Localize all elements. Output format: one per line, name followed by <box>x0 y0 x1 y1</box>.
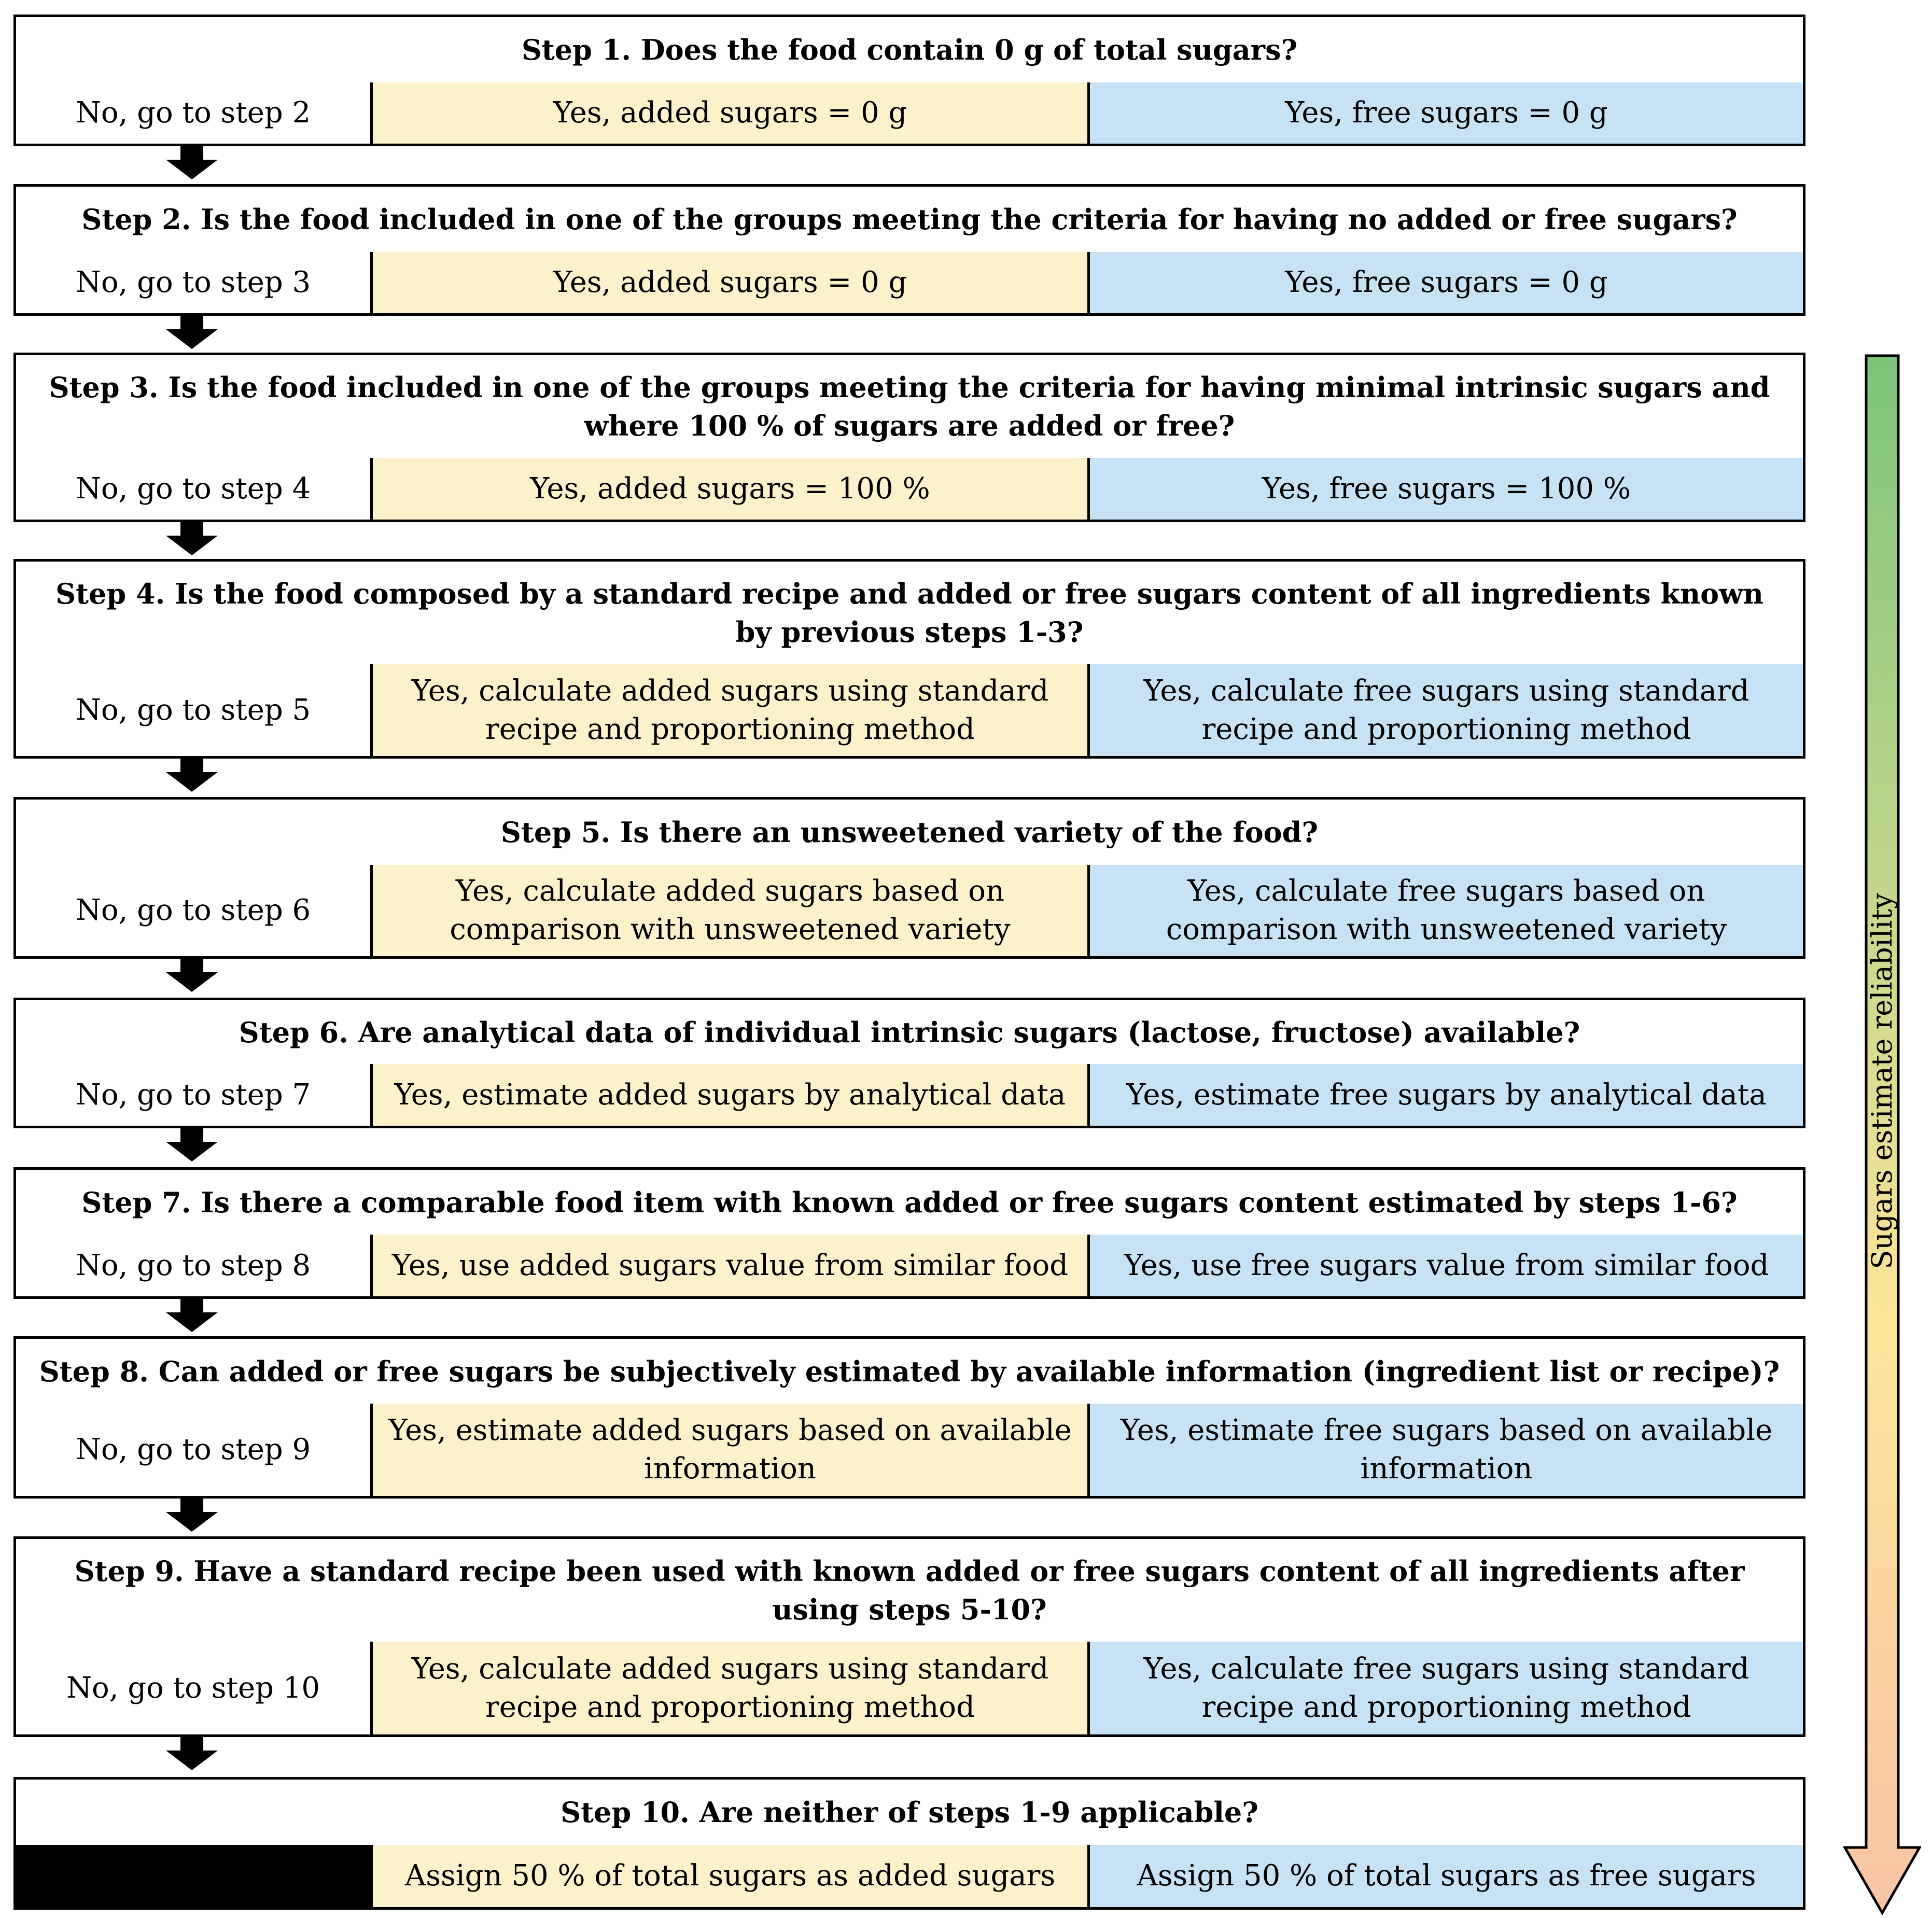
step-3-added-outcome: Yes, added sugars = 100 % <box>373 458 1090 520</box>
step-2-question: Step 2. Is the food included in one of t… <box>16 187 1803 255</box>
step-7-answers: No, go to step 8 Yes, use added sugars v… <box>16 1235 1803 1296</box>
reliability-gradient-arrow-icon <box>1843 354 1921 1915</box>
step-1-box: Step 1. Does the food contain 0 g of tot… <box>13 15 1805 146</box>
step-4-question: Step 4. Is the food composed by a standa… <box>16 562 1803 667</box>
step-10-box: Step 10. Are neither of steps 1-9 applic… <box>13 1777 1805 1910</box>
step-7-box: Step 7. Is there a comparable food item … <box>13 1167 1805 1299</box>
step-2-answers: No, go to step 3 Yes, added sugars = 0 g… <box>16 252 1803 313</box>
step-5-question: Step 5. Is there an unsweetened variety … <box>16 800 1803 867</box>
flow-arrow-down-icon <box>166 1128 218 1161</box>
step-6-free-outcome: Yes, estimate free sugars by analytical … <box>1090 1064 1803 1126</box>
step-9-free-outcome: Yes, calculate free sugars using standar… <box>1090 1642 1803 1734</box>
flow-arrow-down-icon <box>166 759 218 792</box>
step-9-added-outcome: Yes, calculate added sugars using standa… <box>373 1642 1090 1734</box>
step-4-no-outcome: No, go to step 5 <box>16 664 373 756</box>
step-6-added-outcome: Yes, estimate added sugars by analytical… <box>373 1064 1090 1126</box>
step-3-question: Step 3. Is the food included in one of t… <box>16 355 1803 460</box>
flow-arrow-down-icon <box>166 522 218 555</box>
step-1-free-outcome: Yes, free sugars = 0 g <box>1090 82 1803 144</box>
step-6-answers: No, go to step 7 Yes, estimate added sug… <box>16 1064 1803 1126</box>
step-2-added-outcome: Yes, added sugars = 0 g <box>373 252 1090 313</box>
step-10-blank-cell <box>16 1845 373 1907</box>
step-2-box: Step 2. Is the food included in one of t… <box>13 184 1805 316</box>
step-8-added-outcome: Yes, estimate added sugars based on avai… <box>373 1404 1090 1496</box>
flow-arrow-down-icon <box>166 316 218 349</box>
flow-arrow-down-icon <box>166 1499 218 1532</box>
step-8-answers: No, go to step 9 Yes, estimate added sug… <box>16 1404 1803 1496</box>
flow-arrow-down-icon <box>166 1737 218 1770</box>
step-4-free-outcome: Yes, calculate free sugars using standar… <box>1090 664 1803 756</box>
step-9-box: Step 9. Have a standard recipe been used… <box>13 1536 1805 1737</box>
flow-arrow-down-icon <box>166 146 218 179</box>
step-3-box: Step 3. Is the food included in one of t… <box>13 353 1805 522</box>
step-5-answers: No, go to step 6 Yes, calculate added su… <box>16 865 1803 956</box>
step-10-question: Step 10. Are neither of steps 1-9 applic… <box>16 1780 1803 1847</box>
step-4-added-outcome: Yes, calculate added sugars using standa… <box>373 664 1090 756</box>
step-7-free-outcome: Yes, use free sugars value from similar … <box>1090 1235 1803 1296</box>
step-8-free-outcome: Yes, estimate free sugars based on avail… <box>1090 1404 1803 1496</box>
step-1-added-outcome: Yes, added sugars = 0 g <box>373 82 1090 144</box>
step-7-added-outcome: Yes, use added sugars value from similar… <box>373 1235 1090 1296</box>
step-10-answers: Assign 50 % of total sugars as added sug… <box>16 1845 1803 1907</box>
step-9-answers: No, go to step 10 Yes, calculate added s… <box>16 1642 1803 1734</box>
step-1-answers: No, go to step 2 Yes, added sugars = 0 g… <box>16 82 1803 144</box>
step-6-no-outcome: No, go to step 7 <box>16 1064 373 1126</box>
step-10-free-outcome: Assign 50 % of total sugars as free suga… <box>1090 1845 1803 1907</box>
step-5-free-outcome: Yes, calculate free sugars based on comp… <box>1090 865 1803 956</box>
step-5-box: Step 5. Is there an unsweetened variety … <box>13 797 1805 959</box>
reliability-axis-label: Sugars estimate reliability <box>1866 893 1898 1269</box>
flow-arrow-down-icon <box>166 1299 218 1332</box>
step-6-question: Step 6. Are analytical data of individua… <box>16 1000 1803 1067</box>
step-7-question: Step 7. Is there a comparable food item … <box>16 1170 1803 1237</box>
step-2-no-outcome: No, go to step 3 <box>16 252 373 313</box>
flow-arrow-down-icon <box>166 959 218 992</box>
step-3-answers: No, go to step 4 Yes, added sugars = 100… <box>16 458 1803 520</box>
step-9-no-outcome: No, go to step 10 <box>16 1642 373 1734</box>
step-3-free-outcome: Yes, free sugars = 100 % <box>1090 458 1803 520</box>
step-4-box: Step 4. Is the food composed by a standa… <box>13 559 1805 759</box>
step-3-no-outcome: No, go to step 4 <box>16 458 373 520</box>
step-4-answers: No, go to step 5 Yes, calculate added su… <box>16 664 1803 756</box>
step-9-question: Step 9. Have a standard recipe been used… <box>16 1539 1803 1644</box>
step-5-no-outcome: No, go to step 6 <box>16 865 373 956</box>
step-6-box: Step 6. Are analytical data of individua… <box>13 998 1805 1128</box>
step-1-question: Step 1. Does the food contain 0 g of tot… <box>16 17 1803 85</box>
step-2-free-outcome: Yes, free sugars = 0 g <box>1090 252 1803 313</box>
step-10-added-outcome: Assign 50 % of total sugars as added sug… <box>373 1845 1090 1907</box>
step-1-no-outcome: No, go to step 2 <box>16 82 373 144</box>
step-7-no-outcome: No, go to step 8 <box>16 1235 373 1296</box>
step-8-no-outcome: No, go to step 9 <box>16 1404 373 1496</box>
step-8-box: Step 8. Can added or free sugars be subj… <box>13 1336 1805 1499</box>
step-8-question: Step 8. Can added or free sugars be subj… <box>16 1339 1803 1406</box>
step-5-added-outcome: Yes, calculate added sugars based on com… <box>373 865 1090 956</box>
